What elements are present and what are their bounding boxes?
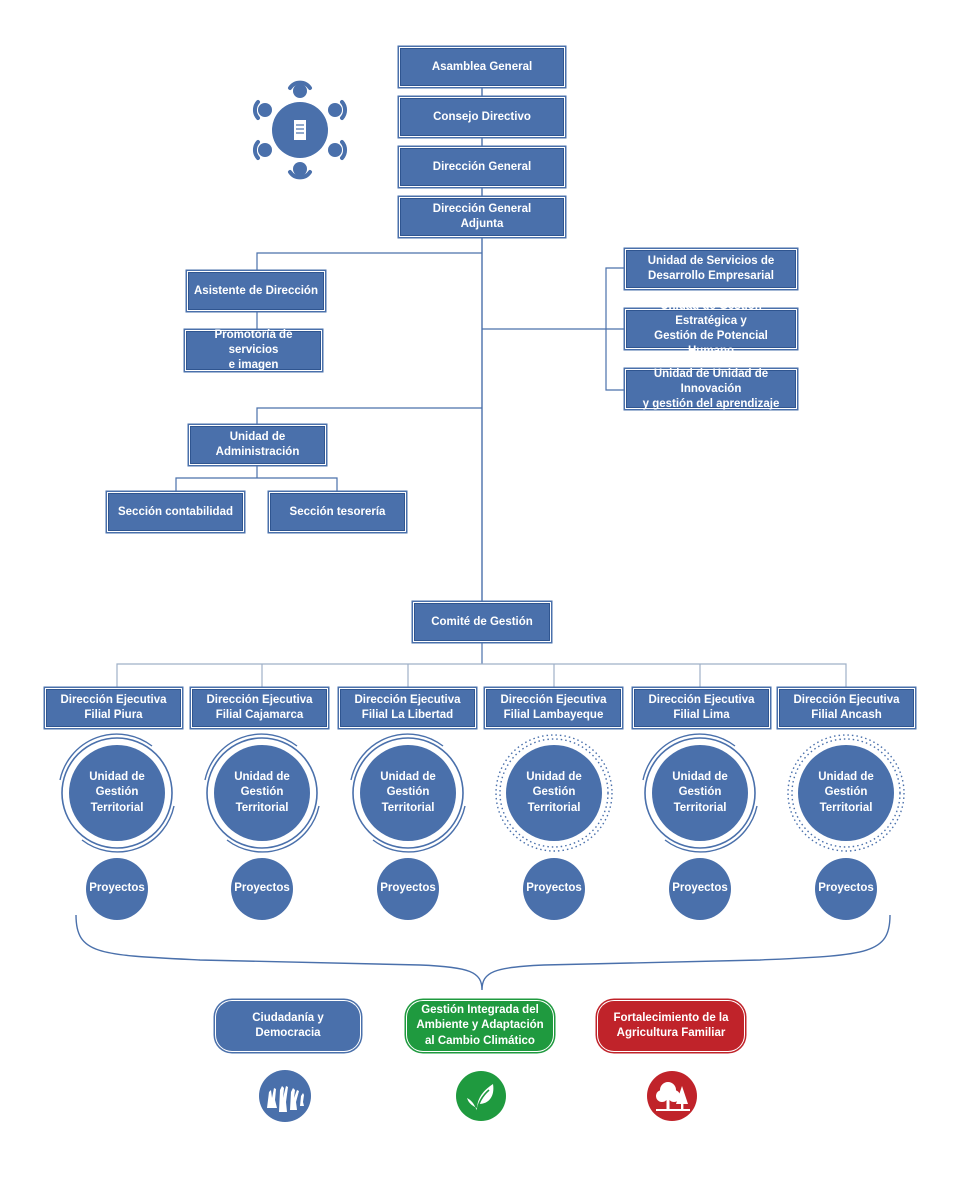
proyectos-circle: Proyectos: [669, 858, 731, 920]
pillar-agricultura: Fortalecimiento de la Agricultura Famili…: [598, 1001, 744, 1051]
consejo-directivo-label: Consejo Directivo: [433, 110, 531, 123]
unidad-innovacion-label: Unidad de Unidad de Innovación y gestión…: [642, 367, 780, 410]
pillar-ambiente: Gestión Integrada del Ambiente y Adaptac…: [407, 1001, 553, 1051]
asamblea-general-label: Asamblea General: [431, 60, 533, 73]
unidad-innovacion-box: Unidad de Unidad de Innovación y gestión…: [626, 368, 796, 410]
asistente-direccion-label: Asistente de Dirección: [194, 284, 318, 297]
direccion-general-adjunta-label: Dirección General Adjunta: [432, 203, 532, 230]
proyectos-label: Proyectos: [672, 882, 728, 895]
filial-title-box: Dirección Ejecutiva Filial Lambayeque: [486, 689, 621, 727]
filial-title-label: Dirección Ejecutiva Filial Piura: [60, 694, 167, 721]
unit-ring-decoration: [642, 733, 758, 853]
seccion-contabilidad-label: Sección contabilidad: [117, 505, 234, 518]
unidad-gestion-territorial-label: Unidad de Gestión Territorial: [234, 770, 290, 814]
comite-gestion-box: Comité de Gestión: [414, 603, 550, 641]
unidad-gestion-territorial-circle: Unidad de Gestión Territorial: [69, 745, 165, 841]
proyectos-circle: Proyectos: [86, 858, 148, 920]
bottom-brace: [75, 914, 891, 991]
unidad-administracion-box: Unidad de Administración: [190, 426, 325, 464]
connector-line: [175, 477, 338, 493]
seccion-contabilidad-box: Sección contabilidad: [108, 493, 243, 531]
seccion-tesoreria-box: Sección tesorería: [270, 493, 405, 531]
connector-line: [116, 663, 847, 689]
unidad-administracion-label: Unidad de Administración: [215, 431, 300, 458]
proyectos-label: Proyectos: [234, 882, 290, 895]
filial-title-label: Dirección Ejecutiva Filial Lima: [648, 694, 755, 721]
seccion-tesoreria-label: Sección tesorería: [289, 505, 386, 518]
trees-icon: [647, 1071, 697, 1121]
leaf-icon: [456, 1071, 506, 1121]
promotoria-label: Promotoría de servicios e imagen: [214, 329, 293, 371]
proyectos-circle: Proyectos: [815, 858, 877, 920]
unidad-gestion-territorial-circle: Unidad de Gestión Territorial: [506, 745, 602, 841]
unidad-servicios-label: Unidad de Servicios de Desarrollo Empres…: [647, 255, 775, 282]
unidad-gestion-territorial-circle: Unidad de Gestión Territorial: [798, 745, 894, 841]
unidad-gestion-territorial-circle: Unidad de Gestión Territorial: [652, 745, 748, 841]
pillar-agricultura-label: Fortalecimiento de la Agricultura Famili…: [613, 1011, 729, 1040]
direccion-general-label: Dirección General: [432, 160, 532, 173]
unit-ring-decoration: [204, 733, 320, 853]
unidad-gestion-territorial-circle: Unidad de Gestión Territorial: [214, 745, 310, 841]
consejo-directivo-box: Consejo Directivo: [400, 98, 564, 136]
proyectos-circle: Proyectos: [231, 858, 293, 920]
proyectos-label: Proyectos: [526, 882, 582, 895]
filial-title-box: Dirección Ejecutiva Filial Cajamarca: [192, 689, 327, 727]
filial-title-box: Dirección Ejecutiva Filial Ancash: [779, 689, 914, 727]
filial-title-box: Dirección Ejecutiva Filial Piura: [46, 689, 181, 727]
unidad-gestion-territorial-label: Unidad de Gestión Territorial: [380, 770, 436, 814]
direccion-general-adjunta-box: Dirección General Adjunta: [400, 198, 564, 236]
promotoria-box: Promotoría de servicios e imagen: [186, 329, 321, 371]
proyectos-circle: Proyectos: [523, 858, 585, 920]
unit-ring-decoration: [495, 734, 613, 852]
proyectos-label: Proyectos: [818, 882, 874, 895]
unidad-gestion-territorial-label: Unidad de Gestión Territorial: [526, 770, 582, 814]
filial-title-label: Dirección Ejecutiva Filial La Libertad: [354, 694, 461, 721]
pillar-ambiente-label: Gestión Integrada del Ambiente y Adaptac…: [416, 1003, 544, 1047]
proyectos-label: Proyectos: [89, 882, 145, 895]
connector-line: [256, 407, 482, 426]
unidad-gestion-territorial-label: Unidad de Gestión Territorial: [89, 770, 145, 814]
unidad-gestion-territorial-circle: Unidad de Gestión Territorial: [360, 745, 456, 841]
unidad-gestion-estrategica-box: Unidad de Gestión Estratégica y Gestión …: [626, 300, 796, 357]
unit-ring-decoration: [350, 733, 466, 853]
direccion-general-box: Dirección General: [400, 148, 564, 186]
filial-title-label: Dirección Ejecutiva Filial Lambayeque: [500, 694, 607, 721]
unidad-servicios-box: Unidad de Servicios de Desarrollo Empres…: [626, 250, 796, 288]
filial-title-box: Dirección Ejecutiva Filial Lima: [634, 689, 769, 727]
filial-title-box: Dirección Ejecutiva Filial La Libertad: [340, 689, 475, 727]
filial-title-label: Dirección Ejecutiva Filial Cajamarca: [206, 694, 313, 721]
filial-title-label: Dirección Ejecutiva Filial Ancash: [793, 694, 900, 721]
unidad-gestion-estrategica-label: Unidad de Gestión Estratégica y Gestión …: [654, 300, 768, 357]
pillar-ciudadania: Ciudadanía y Democracia: [216, 1001, 360, 1051]
asamblea-general-box: Asamblea General: [400, 48, 564, 86]
unit-ring-decoration: [59, 733, 175, 853]
unidad-gestion-territorial-label: Unidad de Gestión Territorial: [672, 770, 728, 814]
pillar-ciudadania-label: Ciudadanía y Democracia: [252, 1011, 324, 1040]
proyectos-circle: Proyectos: [377, 858, 439, 920]
raised-hands-icon: [259, 1070, 311, 1122]
proyectos-label: Proyectos: [380, 882, 436, 895]
unidad-gestion-territorial-label: Unidad de Gestión Territorial: [818, 770, 874, 814]
asistente-direccion-box: Asistente de Dirección: [188, 272, 324, 310]
connector-line: [256, 252, 482, 272]
comite-gestion-label: Comité de Gestión: [431, 615, 533, 628]
unit-ring-decoration: [787, 734, 905, 852]
meeting-table-icon: [253, 80, 347, 180]
